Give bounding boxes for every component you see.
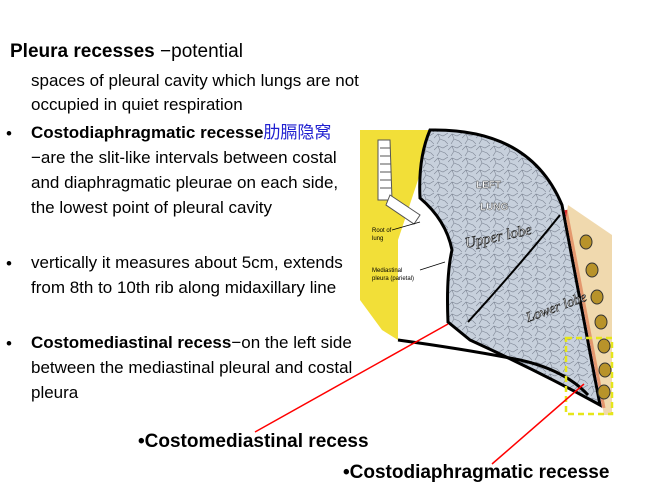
- bullet-text: −on the left side between the mediastina…: [31, 333, 353, 402]
- costomediastinal-arrow: [254, 323, 449, 433]
- rib: [579, 234, 593, 250]
- rib: [594, 314, 608, 330]
- rib: [598, 362, 612, 378]
- rib: [597, 338, 611, 354]
- title-rest: potential: [171, 41, 243, 62]
- rib: [590, 289, 604, 305]
- lung-label: LUNG: [480, 202, 509, 213]
- bullet-text: vertically it measures about 5cm, extend…: [31, 253, 343, 297]
- title-main: Pleura recesses: [10, 41, 155, 62]
- label-leader-lines: [391, 221, 446, 271]
- root-of-lung-label-2: lung: [372, 236, 383, 242]
- oblique-fissure: [467, 214, 561, 323]
- bullet-marker: •: [6, 334, 12, 353]
- bullet-term: Costomediastinal recess: [31, 333, 232, 352]
- root-of-lung-label: Root of: [372, 228, 392, 234]
- mediastinal-pleura-label: Mediastinal: [372, 268, 402, 274]
- costomediastinal-callout: •Costomediastinal recess: [138, 431, 369, 452]
- bullet-text: −are the slit-like intervals between cos…: [31, 148, 339, 217]
- bullet-measurement: vertically it measures about 5cm, extend…: [31, 250, 356, 300]
- slide-title: Pleura recesses −potential: [10, 41, 243, 63]
- bullet-marker: •: [6, 124, 12, 143]
- title-dash: −: [160, 41, 172, 62]
- chest-wall: [566, 205, 612, 415]
- bullet-costomediastinal: Costomediastinal recess−on the left side…: [31, 330, 356, 405]
- left-lung-label: LEFT: [476, 180, 501, 191]
- bronchus-shape: [377, 139, 421, 225]
- mediastinum-region: [360, 130, 430, 340]
- costodiaphragmatic-arrow: [491, 383, 585, 465]
- bullet-term: Costodiaphragmatic recesse: [31, 123, 264, 142]
- recess-highlight-box: [564, 336, 614, 416]
- title-continuation: spaces of pleural cavity which lungs are…: [31, 71, 359, 114]
- bullet-marker: •: [6, 254, 12, 273]
- left-lung-shape: [418, 128, 603, 408]
- mediastinal-pleura-line: [397, 338, 590, 397]
- rib: [597, 384, 611, 400]
- bullet-costodiaphragmatic: Costodiaphragmatic recesse肋膈隐窝 −are the s…: [31, 120, 356, 220]
- costodiaphragmatic-callout: •Costodiaphragmatic recesse: [343, 462, 610, 483]
- bullet-term-chinese: 肋膈隐窝: [263, 123, 332, 142]
- rib-series: [579, 234, 612, 400]
- mediastinal-pleura-label-2: pleura (parietal): [372, 276, 414, 282]
- rib: [585, 262, 599, 278]
